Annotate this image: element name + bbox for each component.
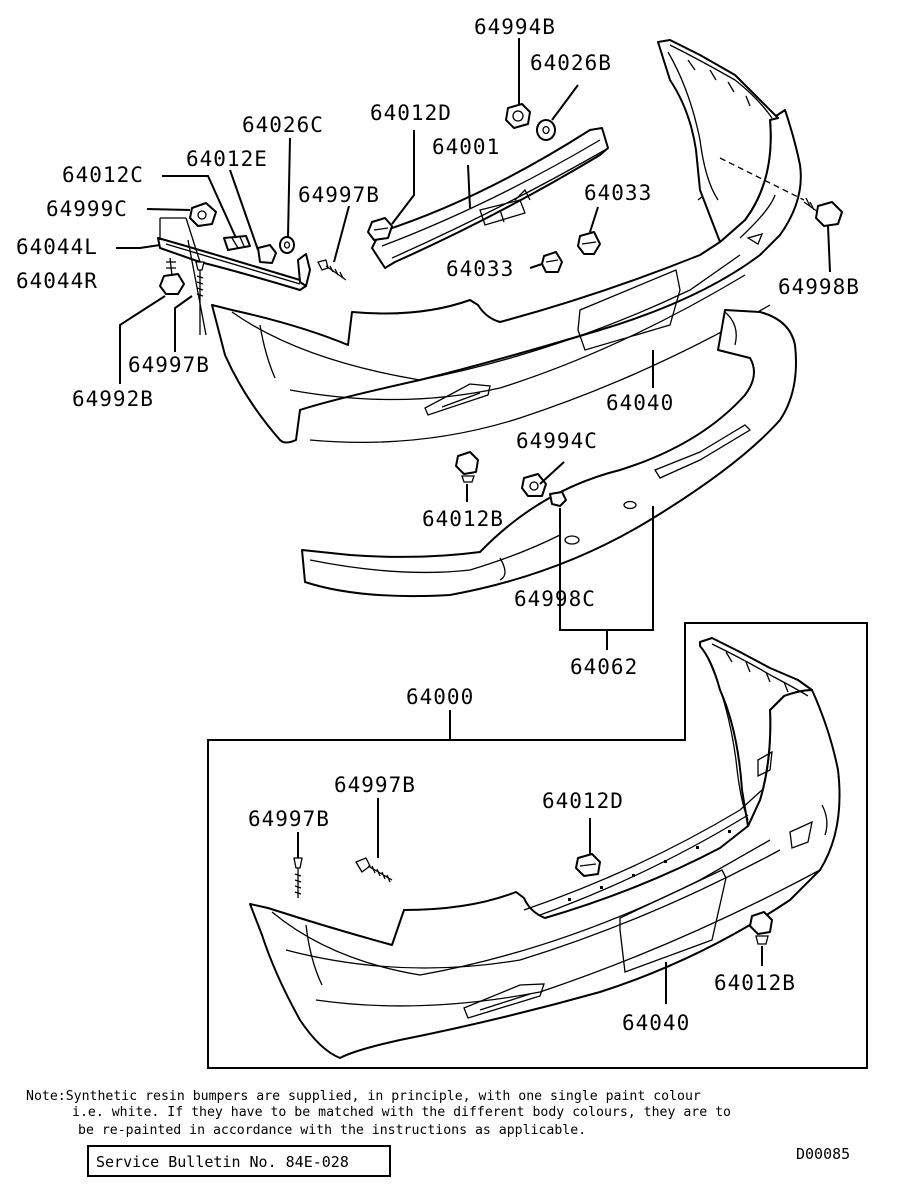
labels-bottom: 64997B 64012D 64997B 64012B 64040 — [248, 773, 796, 1035]
note-line-2: i.e. white. If they have to be matched w… — [72, 1105, 731, 1120]
screw-64997B-lower-a — [293, 857, 303, 898]
label-64994B: 64994B — [474, 15, 556, 39]
label-64062: 64062 — [570, 655, 638, 679]
label-64994C: 64994C — [516, 429, 598, 453]
diagram-code: D00085 — [796, 1145, 850, 1163]
leader-lines-top — [116, 38, 831, 650]
label-64033-b: 64033 — [446, 257, 514, 281]
label-64012D-top: 64012D — [370, 101, 452, 125]
nut-64994B — [505, 103, 531, 129]
assembly-box-64000 — [207, 622, 868, 1069]
label-64012D-lower: 64012D — [542, 789, 624, 813]
label-64026B: 64026B — [530, 51, 612, 75]
bumper-reinforcement-64062 — [301, 309, 797, 598]
note-line-1: Note:Synthetic resin bumpers are supplie… — [26, 1089, 701, 1104]
label-64012E: 64012E — [186, 147, 268, 171]
label-64040-top: 64040 — [606, 391, 674, 415]
label-64997B-lower-b: 64997B — [334, 773, 416, 797]
nut-64999C — [189, 202, 217, 227]
washer-64026C — [279, 236, 295, 254]
label-64997B-left: 64997B — [128, 353, 210, 377]
label-64998B: 64998B — [778, 275, 860, 299]
label-64997B-lower-a: 64997B — [248, 807, 330, 831]
retainer-line-lower — [523, 789, 763, 916]
label-64992B: 64992B — [72, 387, 154, 411]
label-64999C: 64999C — [46, 197, 128, 221]
clip-64012C — [223, 235, 251, 251]
clip-64012B-lower — [749, 911, 773, 945]
bumper-side-extension-lower — [699, 637, 813, 827]
label-64044R: 64044R — [16, 269, 98, 293]
label-64998C: 64998C — [514, 587, 596, 611]
bumper-retainer-strip — [371, 127, 609, 269]
labels-top: 64994B 64026B 64012D 64026C 64001 64012E… — [16, 15, 860, 679]
label-64033-a: 64033 — [584, 181, 652, 205]
note-block: Note:Synthetic resin bumpers are supplie… — [26, 1089, 731, 1138]
label-64026C: 64026C — [242, 113, 324, 137]
clip-64012D-top — [367, 217, 393, 241]
clip-64033-a — [577, 231, 601, 255]
note-line-3: be re-painted in accordance with the ins… — [78, 1123, 586, 1138]
clip-64012B-top — [455, 451, 479, 483]
screw-64997B-left — [195, 261, 205, 300]
screw-64997B-top — [317, 259, 347, 281]
label-64000: 64000 — [406, 685, 474, 709]
bolt-64998B — [803, 197, 843, 227]
label-64040-lower: 64040 — [622, 1011, 690, 1035]
clip-64998C — [549, 491, 567, 507]
label-64012B-top: 64012B — [422, 507, 504, 531]
clip-64012D-lower — [575, 853, 601, 877]
label-64044L: 64044L — [16, 235, 98, 259]
label-64997B-top: 64997B — [298, 183, 380, 207]
side-bracket-64044 — [157, 237, 311, 291]
clip-64992B — [159, 257, 185, 295]
rear-bumper-face-lower — [249, 689, 841, 1059]
clip-64033-b — [541, 251, 563, 273]
label-64012B-lower: 64012B — [714, 971, 796, 995]
bumper-side-extension-top — [657, 39, 779, 243]
nut-64994C — [521, 473, 547, 497]
clip-64012E — [257, 244, 277, 264]
service-bulletin-box — [87, 1145, 391, 1177]
label-64012C: 64012C — [62, 163, 144, 187]
washer-64026B — [536, 119, 556, 141]
service-bulletin-text: Service Bulletin No. 84E-028 — [96, 1153, 349, 1171]
label-64001: 64001 — [432, 135, 500, 159]
leader-lines-bottom — [297, 798, 763, 1004]
screw-64997B-lower-b — [355, 857, 393, 883]
